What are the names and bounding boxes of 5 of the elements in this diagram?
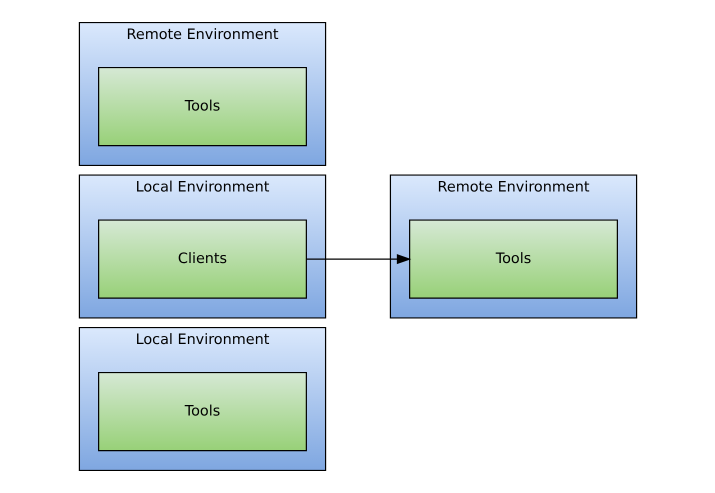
arrow: [306, 254, 411, 264]
node-box: Tools: [98, 372, 306, 452]
node-box: Tools: [98, 66, 306, 146]
node-box: Tools: [408, 219, 618, 299]
node-box: Clients: [98, 219, 306, 299]
